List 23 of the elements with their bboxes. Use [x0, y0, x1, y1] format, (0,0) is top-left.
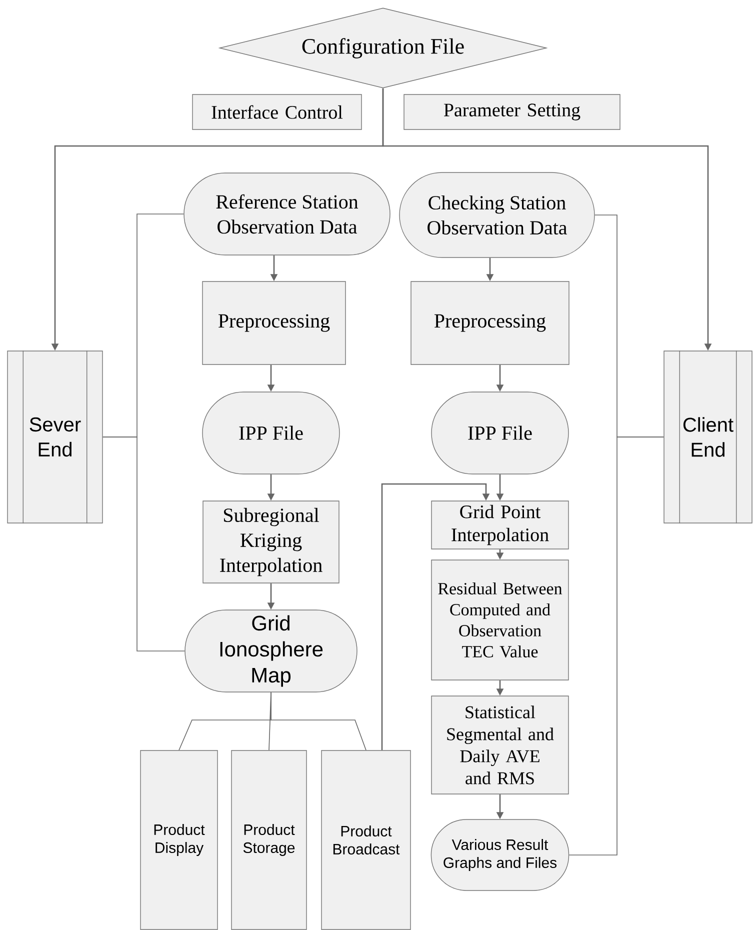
predefined-process-box: Client End — [664, 350, 752, 524]
process-box: Product Storage — [231, 750, 307, 930]
predefined-process-box: Sever End — [7, 350, 103, 524]
process-box: Statistical Segmental and Daily AVE and RMS — [431, 696, 569, 794]
process-box: Product Display — [140, 750, 218, 930]
connector-line — [568, 436, 664, 856]
connector-line — [102, 436, 186, 652]
process-box: Preprocessing — [202, 281, 346, 365]
process-box: Product Broadcast — [321, 750, 411, 930]
terminal-box: Checking Station Observation Data — [399, 172, 595, 258]
process-box: Preprocessing — [410, 281, 570, 365]
process-box: Residual Between Computed and Observation TEC Value — [431, 560, 569, 680]
connector-line — [270, 692, 366, 751]
process-box: Subregional Kriging Interpolation — [202, 500, 340, 584]
terminal-box: Reference Station Observation Data — [184, 172, 390, 256]
terminal-box: Grid Ionosphere Map — [184, 610, 358, 692]
terminal-box: Various Result Graphs and Files — [430, 819, 570, 891]
terminal-box: IPP File — [202, 392, 340, 474]
arrow — [381, 483, 490, 750]
process-box: Parameter Setting — [404, 94, 620, 130]
terminal-box: IPP File — [431, 392, 569, 474]
process-box: Interface Control — [192, 94, 362, 130]
process-box: Grid Point Interpolation — [431, 500, 569, 550]
